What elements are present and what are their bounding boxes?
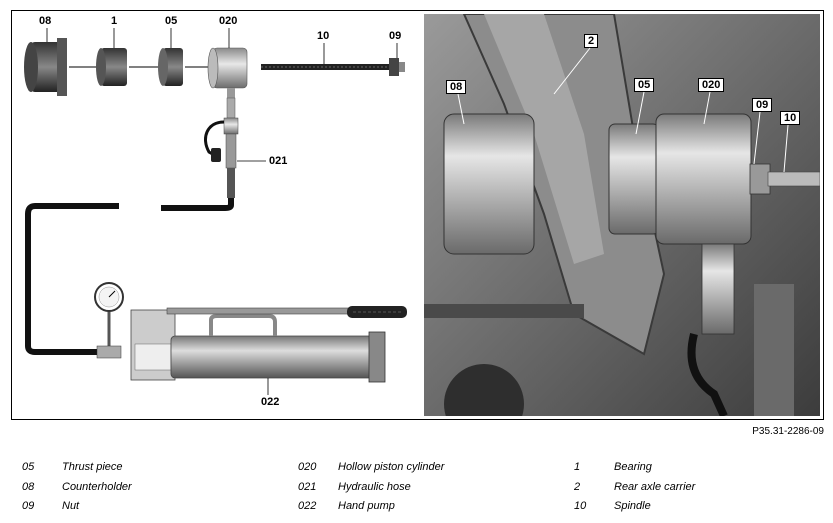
legend-number: 020 — [298, 461, 317, 473]
thrust-piece-part — [158, 48, 183, 86]
installation-photo: 2 08 05 020 09 10 — [424, 14, 820, 416]
callout-05: 05 — [165, 15, 178, 27]
hand-pump-part — [94, 282, 407, 383]
callout-021: 021 — [269, 155, 288, 167]
parts-legend: 05 Thrust piece 08 Counterholder 09 Nut … — [22, 461, 822, 519]
callout-10: 10 — [317, 30, 330, 42]
legend-number: 08 — [22, 481, 35, 493]
callout-020: 020 — [219, 15, 238, 27]
callout-05: 05 — [634, 78, 655, 92]
counterholder-part — [24, 38, 67, 96]
spindle-part — [261, 64, 391, 70]
callout-10: 10 — [780, 111, 801, 125]
callout-2: 2 — [584, 34, 599, 48]
legend-text: Spindle — [614, 500, 651, 512]
legend-text: Hand pump — [338, 500, 395, 512]
legend-text: Counterholder — [62, 481, 132, 493]
legend-text: Bearing — [614, 461, 652, 473]
hollow-piston-cylinder-part — [207, 47, 248, 98]
figure-reference: P35.31-2286-09 — [752, 426, 824, 437]
legend-text: Thrust piece — [62, 461, 123, 473]
callout-020: 020 — [698, 78, 725, 92]
tool-illustration: 08 1 05 020 10 09 021 022 — [11, 10, 422, 420]
legend-text: Hydraulic hose — [338, 481, 411, 493]
legend-number: 022 — [298, 500, 317, 512]
bearing-part — [96, 48, 127, 86]
legend-number: 021 — [298, 481, 317, 493]
callout-1: 1 — [111, 15, 118, 27]
nut-part — [389, 58, 405, 76]
figure-frame — [11, 10, 824, 420]
legend-text: Hollow piston cylinder — [338, 461, 445, 473]
callout-08: 08 — [446, 80, 467, 94]
legend-number: 2 — [574, 481, 581, 493]
legend-text: Rear axle carrier — [614, 481, 696, 493]
legend-number: 09 — [22, 500, 35, 512]
callout-022: 022 — [261, 396, 280, 408]
callout-09: 09 — [752, 98, 773, 112]
legend-number: 1 — [574, 461, 581, 473]
hydraulic-hose-part — [25, 97, 239, 355]
legend-number: 10 — [574, 500, 587, 512]
callout-08: 08 — [39, 15, 52, 27]
legend-number: 05 — [22, 461, 35, 473]
callout-09: 09 — [389, 30, 402, 42]
legend-text: Nut — [62, 500, 80, 512]
